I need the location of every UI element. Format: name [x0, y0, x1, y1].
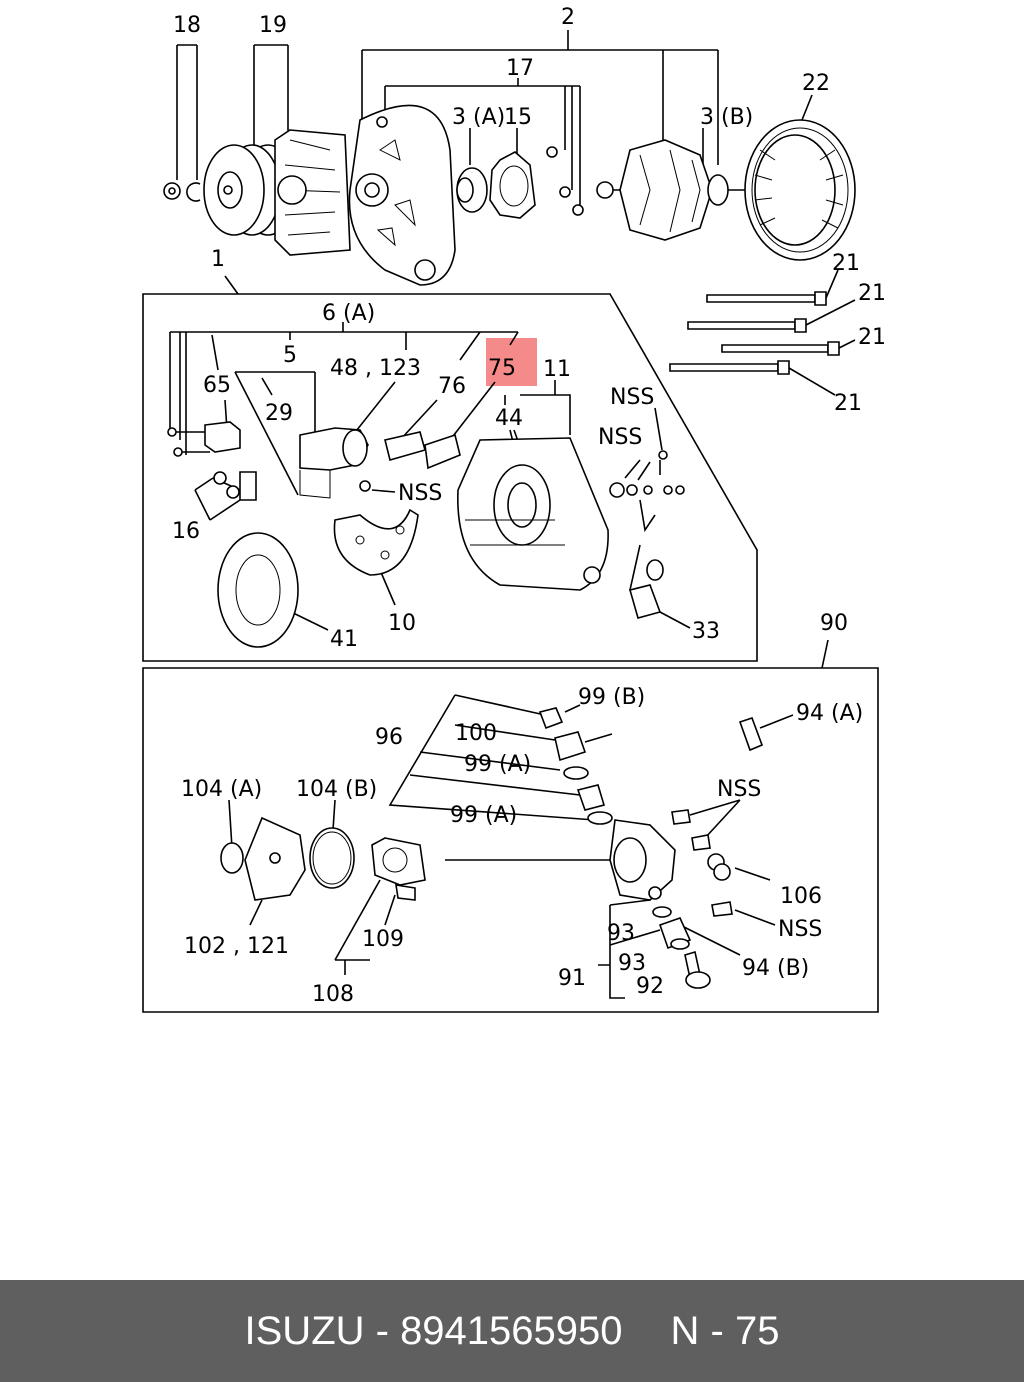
label-94b: 94 (B) — [742, 956, 809, 981]
label-92: 92 — [636, 974, 664, 999]
panel-1: 6 (A) 5 48 , 123 75 11 65 76 NSS 29 44 N… — [142, 275, 758, 662]
label-1: 1 — [211, 247, 225, 272]
label-93-b: 93 — [618, 951, 646, 976]
label-3b: 3 (B) — [700, 105, 753, 130]
label-21-b: 21 — [858, 281, 886, 306]
label-21-c: 21 — [858, 325, 886, 350]
label-nss-4: NSS — [717, 777, 761, 802]
label-99a-1: 99 (A) — [464, 752, 531, 777]
label-21-d: 21 — [834, 391, 862, 416]
label-99b: 99 (B) — [578, 685, 645, 710]
label-nss-5: NSS — [778, 917, 822, 942]
label-44: 44 — [495, 406, 523, 431]
label-48-123: 48 , 123 — [330, 356, 421, 381]
label-104b: 104 (B) — [296, 777, 377, 802]
label-nss-1: NSS — [610, 385, 654, 410]
label-100: 100 — [455, 721, 497, 746]
label-29: 29 — [265, 401, 293, 426]
label-41: 41 — [330, 627, 358, 652]
label-nss-2: NSS — [598, 425, 642, 450]
exploded-parts-diagram: 18 19 2 17 22 3 (A) 15 3 (B) 1 21 21 21 … — [142, 5, 886, 1013]
pump-housing — [609, 819, 676, 901]
label-16: 16 — [172, 519, 200, 544]
label-17: 17 — [506, 56, 534, 81]
label-108: 108 — [312, 982, 354, 1007]
top-parts — [163, 104, 856, 286]
label-19: 19 — [259, 13, 287, 38]
label-99a-2: 99 (A) — [450, 803, 517, 828]
fan-part — [274, 129, 351, 256]
highlight-75 — [486, 338, 537, 386]
label-65: 65 — [203, 373, 231, 398]
part-number-footer: ISUZU - 8941565950 N - 75 — [0, 1280, 1024, 1382]
label-94a: 94 (A) — [796, 701, 863, 726]
label-75: 75 — [488, 356, 516, 381]
through-bolts: 21 21 21 21 — [669, 251, 886, 416]
label-104a: 104 (A) — [181, 777, 262, 802]
label-10: 10 — [388, 611, 416, 636]
label-109: 109 — [362, 927, 404, 952]
rear-housing — [457, 437, 609, 591]
label-76: 76 — [438, 374, 466, 399]
label-90: 90 — [820, 611, 848, 636]
label-91: 91 — [558, 966, 586, 991]
label-15: 15 — [504, 105, 532, 130]
stator-part — [744, 119, 856, 261]
label-18: 18 — [173, 13, 201, 38]
brand-part-number: ISUZU - 8941565950 — [244, 1308, 623, 1353]
front-housing — [348, 104, 456, 286]
label-nss-3: NSS — [398, 481, 442, 506]
label-96: 96 — [375, 725, 403, 750]
label-3a: 3 (A) — [452, 105, 505, 130]
panel-90: 99 (B) 94 (A) 96 100 99 (A) 99 (A) 104 (… — [142, 611, 879, 1013]
label-5: 5 — [283, 343, 297, 368]
label-106: 106 — [780, 884, 822, 909]
label-2: 2 — [561, 5, 575, 30]
label-21-a: 21 — [832, 251, 860, 276]
label-102-121: 102 , 121 — [184, 934, 289, 959]
label-22: 22 — [802, 71, 830, 96]
label-6a: 6 (A) — [322, 301, 375, 326]
label-11: 11 — [543, 357, 571, 382]
top-labels: 18 19 2 17 22 3 (A) 15 3 (B) 1 — [173, 5, 830, 272]
rotor-part — [596, 139, 745, 241]
label-33: 33 — [692, 619, 720, 644]
label-93-a: 93 — [607, 921, 635, 946]
diagram-reference: N - 75 — [670, 1308, 780, 1353]
